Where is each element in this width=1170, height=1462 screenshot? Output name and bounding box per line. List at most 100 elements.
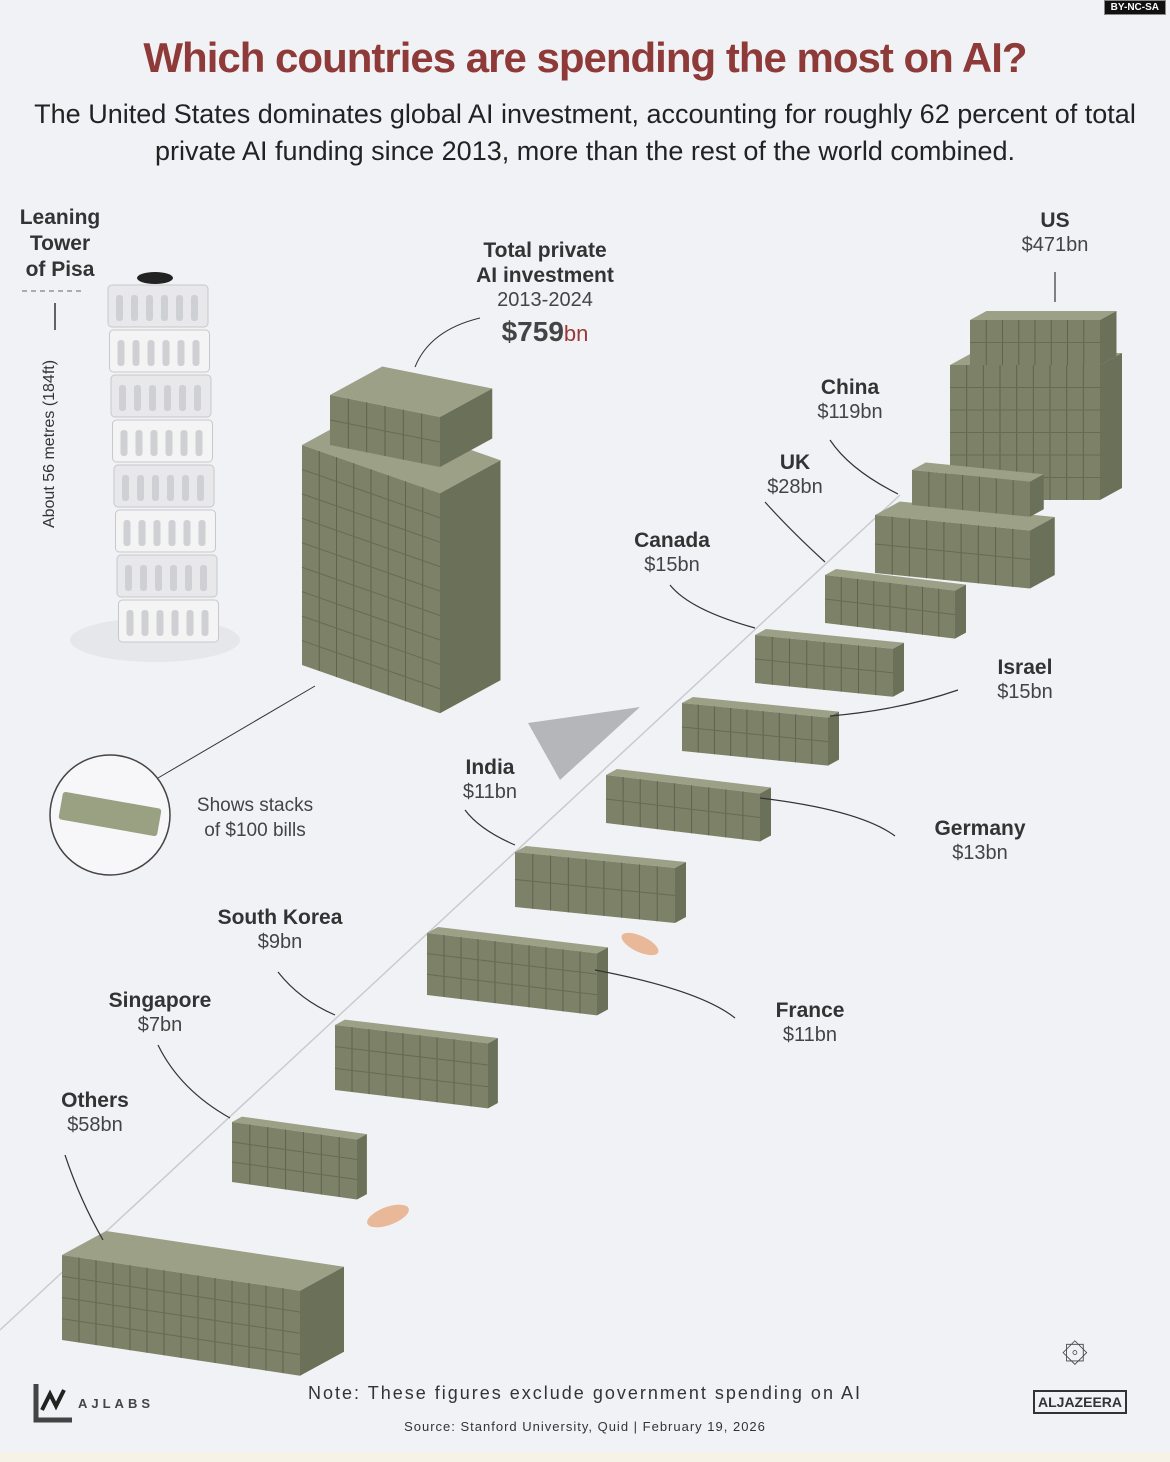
country-label: Israel$15bn <box>945 655 1105 705</box>
bottom-bar <box>0 1452 1170 1462</box>
singapore-stack-bill-row <box>231 1141 358 1160</box>
pisa-column <box>119 385 126 411</box>
total-stack-side <box>440 460 501 714</box>
country-name: US <box>1040 209 1070 232</box>
pisa-column <box>180 430 188 456</box>
source: Source: Stanford University, Quid | Febr… <box>404 1419 766 1434</box>
pisa-column <box>138 520 146 546</box>
us-upper-stack-top <box>970 311 1117 320</box>
uk-stack-bill-row <box>824 598 956 616</box>
total-stack-upper-bill-row <box>329 419 441 443</box>
pisa-column <box>132 340 140 366</box>
pisa-top <box>137 272 173 284</box>
pisa-column <box>140 565 147 591</box>
pisa-column <box>120 430 128 456</box>
south-korea-stack-bill-row <box>334 1046 489 1066</box>
pisa-column <box>131 295 138 321</box>
canada-stack-top <box>755 629 904 649</box>
total-stack-bill-row <box>301 591 441 641</box>
country-label: Others$58bn <box>15 1088 175 1138</box>
france-stack-bill-row <box>426 953 598 975</box>
south-korea-stack-top <box>335 1019 498 1044</box>
pisa-column <box>182 475 189 501</box>
page-title: Which countries are spending the most on… <box>143 34 1027 81</box>
pisa-column <box>147 340 155 366</box>
country-leader-line <box>669 584 756 629</box>
uk-stack-top <box>825 569 966 591</box>
country-leader-line <box>759 797 896 837</box>
total-stack-bill-row <box>301 542 441 592</box>
pisa-column <box>171 610 179 636</box>
direction-arrow-icon <box>528 707 640 780</box>
total-leader-line <box>414 317 481 368</box>
others-stack-bill-row <box>61 1297 301 1334</box>
pisa-column <box>198 520 206 546</box>
total-period: 2013-2024 <box>497 289 593 311</box>
total-stack-bill-row <box>301 566 441 616</box>
china-stack-bill-row <box>874 543 1031 560</box>
total-label-line: Total private <box>483 239 607 262</box>
country-leader-line <box>64 1154 104 1241</box>
pisa-height: About 56 metres (184ft) <box>41 359 58 529</box>
country-label: India$11bn <box>410 755 570 805</box>
country-name: Canada <box>634 529 710 552</box>
pisa-column <box>195 430 203 456</box>
south-korea-stack-front <box>335 1025 488 1109</box>
total-value-unit: bn <box>563 321 589 346</box>
country-value: $119bn <box>817 401 883 423</box>
country-value: $15bn <box>644 554 700 576</box>
pisa-column <box>141 610 149 636</box>
country-leader-line <box>464 809 516 846</box>
pisa-label: Leaning Tower of Pisa <box>5 205 115 283</box>
country-name: Germany <box>934 817 1026 840</box>
total-value-number: $759 <box>501 316 564 347</box>
china-stack-top <box>875 501 1055 531</box>
pisa-column <box>197 475 204 501</box>
country-value: $13bn <box>952 842 1008 864</box>
pisa-column <box>183 520 191 546</box>
car-icon <box>367 1204 409 1228</box>
country-label: South Korea$9bn <box>200 905 360 955</box>
country-label: Germany$13bn <box>900 816 1060 866</box>
pisa-column <box>123 520 131 546</box>
legend-line: of $100 bills <box>204 820 306 841</box>
singapore-stack-side <box>357 1134 367 1200</box>
pisa-column <box>179 385 186 411</box>
country-name: UK <box>779 451 811 474</box>
singapore-stack-top <box>232 1116 367 1140</box>
india-stack-side <box>675 862 686 923</box>
india-stack-bill-row <box>514 879 676 896</box>
total-stack-upper-side <box>440 388 493 467</box>
pisa-column <box>155 565 162 591</box>
total-stack-bill-row <box>301 615 441 665</box>
note: Note: These figures exclude government s… <box>308 1383 862 1403</box>
uk-stack-side <box>955 584 966 639</box>
total-stack-upper-top <box>330 366 493 417</box>
pisa-column <box>152 475 159 501</box>
pisa-column <box>168 520 176 546</box>
country-name: India <box>465 756 515 779</box>
bill-stack-icon <box>58 792 162 836</box>
china-upper-stack-side <box>1030 474 1044 517</box>
country-label: Singapore$7bn <box>80 988 240 1038</box>
china-stack-side <box>1030 517 1055 589</box>
country-value: $471bn <box>1021 234 1089 256</box>
ajlabs-text: AJLABS <box>78 1396 154 1411</box>
total-value: $759bn <box>502 316 589 347</box>
pisa-column <box>167 475 174 501</box>
car-icon <box>621 932 659 956</box>
pisa-column <box>116 295 123 321</box>
country-leader-line <box>157 1044 231 1119</box>
pisa-column <box>150 430 158 456</box>
china-upper-stack-front <box>912 470 1030 517</box>
country-value: $15bn <box>997 681 1053 703</box>
france-stack-side <box>597 947 608 1016</box>
country-value: $9bn <box>257 931 303 953</box>
country-leader-line <box>764 501 826 563</box>
country-name: Others <box>61 1089 129 1112</box>
country-name: South Korea <box>217 906 343 929</box>
south-korea-stack-side <box>488 1037 498 1109</box>
country-label: China$119bn <box>770 375 930 425</box>
singapore-stack-bill-row <box>231 1161 358 1180</box>
others-stack-bill-row <box>61 1275 301 1313</box>
